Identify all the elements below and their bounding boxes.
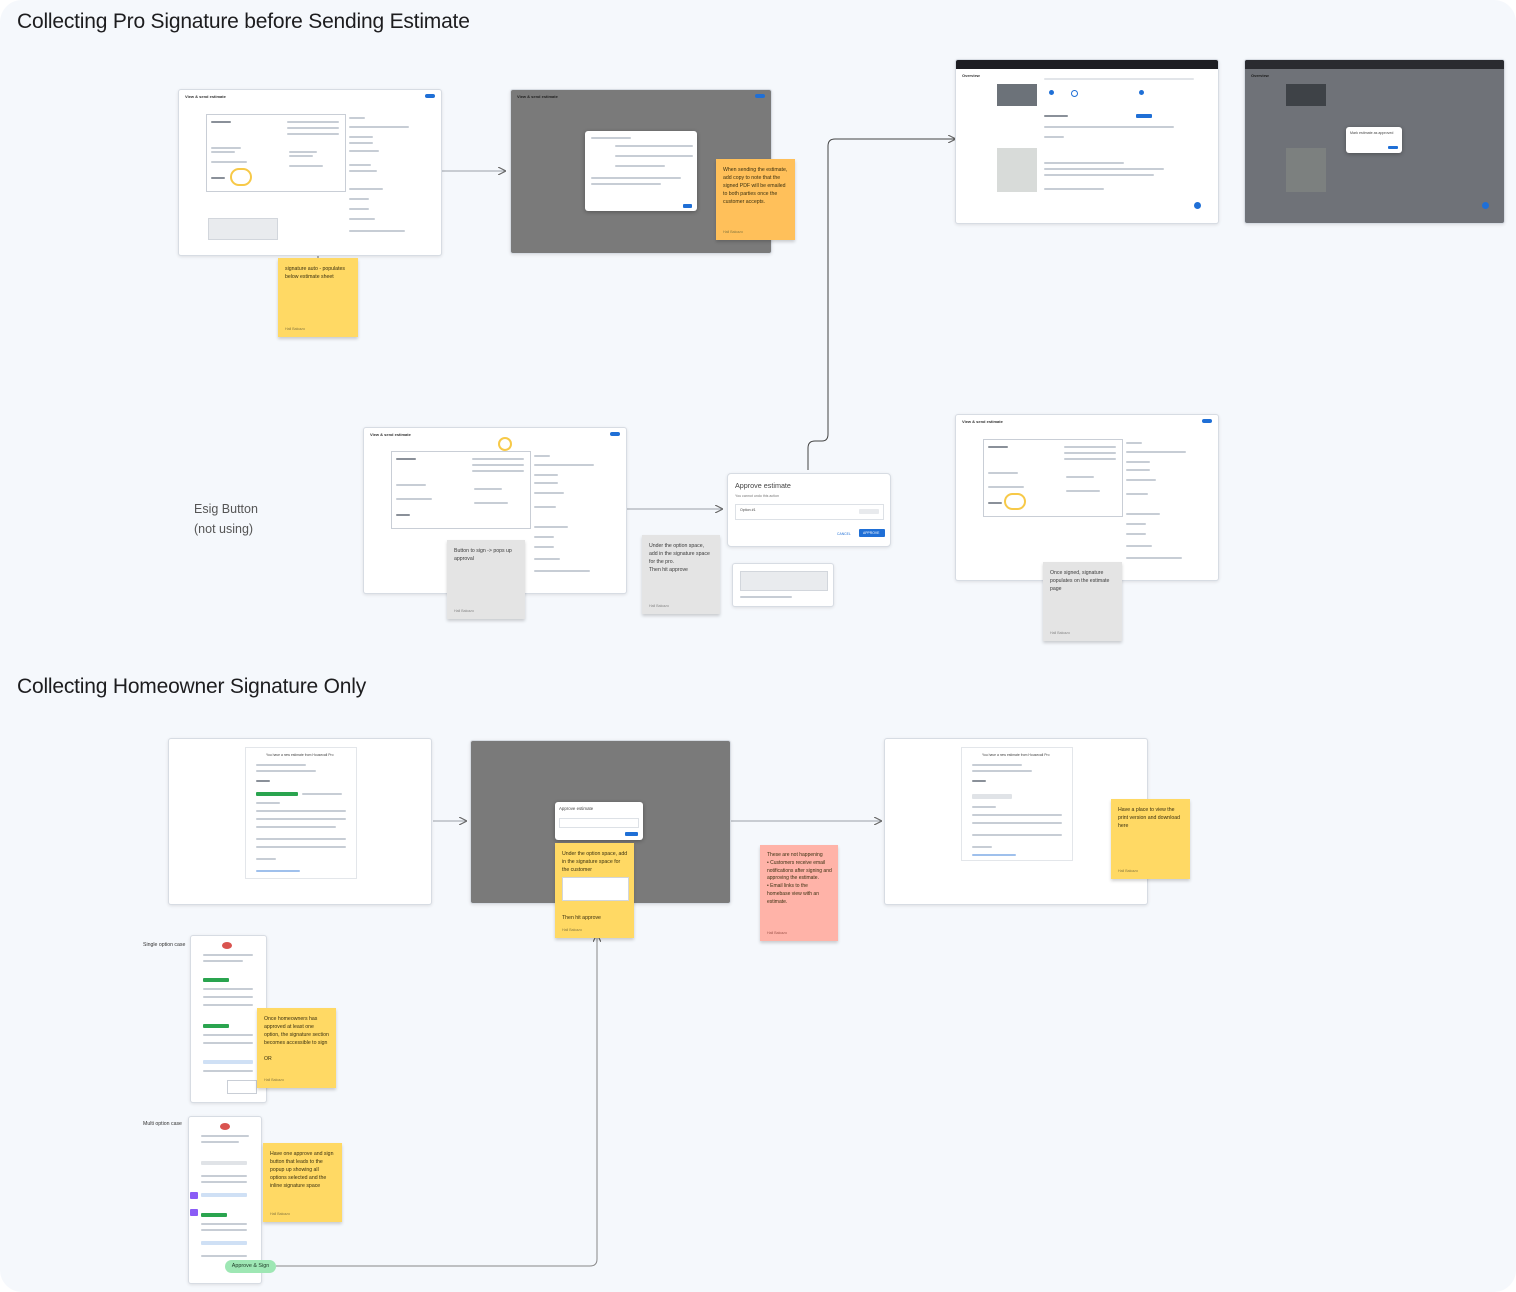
estimate-heading: You have a new estimate from Housecall P… — [266, 753, 334, 757]
sticky-note-print-version[interactable]: Have a place to view the print version a… — [1111, 799, 1190, 879]
sticky-note-once-signed[interactable]: Once signed, signature populates on the … — [1043, 562, 1122, 641]
customer-estimate-page: You have a new estimate from Housecall P… — [961, 747, 1073, 861]
screen-signed-estimate[interactable]: View & send estimate — [955, 414, 1219, 581]
approve-estimate-modal[interactable]: Approve estimate You cannot undo this ac… — [727, 473, 891, 547]
sticky-note-once-homeowner[interactable]: Once homeowners has approved at least on… — [257, 1008, 336, 1088]
arrow-approve-sign-to-popup — [276, 935, 597, 1267]
option-label: Option #1 — [740, 508, 756, 512]
screen-title: View & send estimate — [185, 94, 226, 99]
brand-logo-icon — [222, 942, 232, 949]
section-title-pro-signature: Collecting Pro Signature before Sending … — [17, 10, 470, 33]
screen-title: View & send estimate — [962, 419, 1003, 424]
signature-highlight[interactable] — [1004, 493, 1026, 510]
modal-send-button[interactable] — [683, 204, 692, 208]
customer-approve-modal[interactable]: Approve estimate — [555, 802, 643, 840]
sticky-note-button-sign[interactable]: Button to sign -> pops up approval Hall … — [447, 540, 525, 619]
option-row[interactable] — [559, 818, 639, 828]
screen-estimate-approved[interactable]: Overview Mark estimate as approved — [1244, 59, 1505, 224]
pro-signature-box[interactable] — [732, 563, 834, 607]
single-option-case-label: Single option case — [143, 942, 186, 948]
sticky-note-send-copy[interactable]: When sending the estimate, add copy to n… — [716, 159, 795, 240]
send-button[interactable] — [610, 432, 620, 436]
multi-option-case-label: Multi option case — [143, 1121, 182, 1127]
approve-modal-title: Approve estimate — [735, 481, 791, 490]
overview-title: Overview — [1251, 73, 1269, 78]
approve-modal-title: Approve estimate — [559, 806, 594, 811]
send-button[interactable] — [755, 94, 765, 98]
app-top-nav[interactable] — [956, 60, 1218, 69]
esig-button-label: Esig Button (not using) — [194, 502, 258, 536]
send-button[interactable] — [1202, 419, 1212, 423]
screen-homeowner-estimate[interactable]: You have a new estimate from Housecall P… — [168, 738, 432, 905]
option-row[interactable]: Option #1 — [735, 504, 884, 520]
screen-title: View & send estimate — [517, 94, 558, 99]
timeline-step-icon — [1049, 90, 1054, 95]
brand-logo-icon — [220, 1123, 230, 1130]
screen-title: View & send estimate — [370, 432, 411, 437]
map-thumbnail — [1286, 148, 1326, 192]
app-top-nav[interactable] — [1245, 60, 1504, 69]
sticky-note-under-option-pro[interactable]: Under the option space, add in the signa… — [642, 535, 720, 614]
property-photo — [1286, 84, 1326, 106]
selected-option-bar[interactable] — [203, 978, 229, 982]
option-tag — [859, 509, 879, 514]
timeline-step-icon — [1071, 90, 1078, 97]
cancel-button[interactable]: CANCEL — [837, 532, 851, 536]
estimate-heading: You have a new estimate from Housecall P… — [982, 753, 1050, 757]
approved-popup-button[interactable] — [1388, 146, 1398, 149]
screen-homeowner-approved[interactable]: You have a new estimate from Housecall P… — [884, 738, 1148, 905]
sticky-note-one-approve[interactable]: Have one approve and sign button that le… — [263, 1143, 342, 1222]
approve-and-sign-button[interactable]: Approve & Sign — [225, 1260, 276, 1273]
option-marker-icon — [190, 1209, 198, 1216]
selected-option-bar[interactable] — [201, 1213, 227, 1217]
customer-estimate-page: You have a new estimate from Housecall P… — [245, 747, 357, 879]
section-title-homeowner-signature: Collecting Homeowner Signature Only — [17, 675, 367, 698]
sticky-note-auto-populates[interactable]: signature auto - populates below estimat… — [278, 258, 358, 337]
sticky-note-under-option-customer[interactable]: Under the option space, add in the signa… — [555, 843, 634, 938]
arrow-approve-to-overview — [807, 139, 955, 470]
signature-pad[interactable] — [740, 571, 828, 591]
send-button[interactable] — [425, 94, 435, 98]
customer-signature-pad[interactable] — [562, 877, 629, 901]
screen-single-option-mobile[interactable] — [190, 935, 267, 1103]
timeline-step-icon — [1139, 90, 1144, 95]
estimate-sheet — [206, 114, 346, 192]
selected-option-bar[interactable] — [203, 1024, 229, 1028]
signature-highlight[interactable] — [230, 168, 252, 186]
option-marker-icon — [190, 1192, 198, 1199]
screen-view-send-estimate[interactable]: View & send estimate — [178, 89, 442, 256]
chat-icon[interactable] — [1194, 202, 1201, 209]
send-estimate-modal[interactable] — [585, 131, 697, 211]
chat-icon[interactable] — [1482, 202, 1489, 209]
screen-multi-option-mobile[interactable] — [188, 1116, 262, 1284]
estimate-sheet — [391, 451, 531, 529]
signature-pad[interactable] — [208, 218, 278, 240]
esig-button-highlight[interactable] — [498, 437, 512, 451]
approve-button[interactable]: APPROVE — [859, 529, 885, 537]
screen-esig-button[interactable]: View & send estimate — [363, 427, 627, 594]
approve-button[interactable] — [1136, 114, 1152, 118]
signature-section[interactable] — [227, 1080, 257, 1094]
overview-title: Overview — [962, 73, 980, 78]
property-photo — [997, 84, 1037, 106]
approved-popup[interactable]: Mark estimate as approved — [1346, 127, 1402, 153]
sticky-note-not-happening[interactable]: These are not happening • Customers rece… — [760, 845, 838, 941]
screen-estimate-overview[interactable]: Overview — [955, 59, 1219, 224]
approve-button[interactable] — [625, 832, 638, 836]
approved-popup-text: Mark estimate as approved — [1350, 131, 1394, 135]
approve-modal-subtitle: You cannot undo this action — [735, 494, 780, 498]
map-thumbnail — [997, 148, 1037, 192]
selected-option-bar[interactable] — [256, 792, 298, 796]
